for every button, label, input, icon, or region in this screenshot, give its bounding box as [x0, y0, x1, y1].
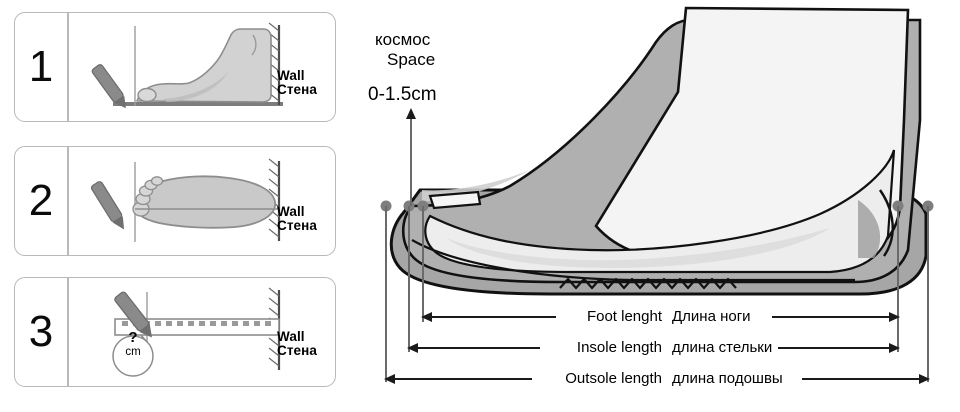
measurement-label-ru-outsole-length: длина подошвы: [672, 370, 783, 387]
measurement-label-en-outsole-length: Outsole length: [565, 370, 662, 387]
measurement-label-ru-foot-length: Длина ноги: [672, 308, 751, 325]
step-number-2: 2: [28, 176, 54, 225]
step-divider: [67, 147, 69, 255]
step-card-3: 3: [14, 277, 336, 387]
space-label-en: Space: [387, 50, 436, 69]
step-card-2: 2: [14, 146, 336, 256]
shoe-measurement-diagram: космос Space 0-1.5cm Foot lenght Длина н…: [360, 0, 960, 407]
instruction-steps-panel: 1: [0, 0, 360, 407]
callout-value: ?: [128, 329, 138, 346]
callout-unit: cm: [125, 345, 141, 358]
foot-top-view-icon: [67, 147, 335, 255]
wall-label-en-2: Wall: [277, 204, 305, 219]
step-divider: [67, 278, 69, 386]
space-range-label: 0-1.5cm: [368, 84, 437, 105]
wall-label-ru-2: Стена: [277, 218, 318, 234]
step-card-1: 1: [14, 12, 336, 122]
step-number-3: 3: [28, 307, 54, 356]
wall-label-ru-1: Стена: [277, 82, 318, 98]
measurement-label-en-insole-length: Insole length: [576, 339, 662, 356]
wall-label-ru-3: Стена: [277, 343, 318, 359]
ruler-measure-icon: ? cm: [67, 278, 335, 386]
shoe-cross-section-svg: [380, 6, 934, 384]
space-label-ru: космос: [375, 30, 431, 49]
measurement-label-en-foot-length: Foot lenght: [586, 308, 662, 325]
step-divider: [67, 13, 69, 121]
foot-side-view-icon: [67, 13, 335, 121]
wall-label-en-3: Wall: [277, 329, 305, 344]
wall-label-en-1: Wall: [277, 68, 305, 83]
step-number-1: 1: [28, 42, 54, 91]
measurement-label-ru-insole-length: длина стельки: [672, 339, 773, 356]
